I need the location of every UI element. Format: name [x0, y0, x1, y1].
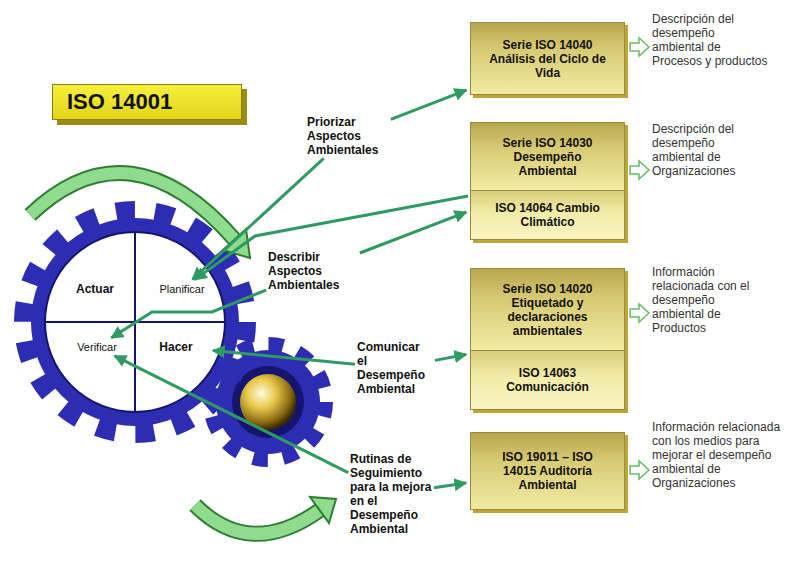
action-label: Priorizar Aspectos Ambientales: [307, 115, 389, 157]
hollow-arrow: [630, 304, 649, 322]
node-text: Planificar: [147, 282, 217, 296]
node-text: Rutinas de Seguimiento para la mejora en…: [350, 452, 432, 536]
action-label: Rutinas de Seguimiento para la mejora en…: [350, 452, 432, 536]
cycle-arrow: [30, 173, 235, 240]
node-text: ISO 19011 – ISO 14015 Auditoría Ambienta…: [471, 433, 624, 509]
pdca-quadrant: Hacer: [143, 340, 209, 354]
node-text: Serie ISO 14040 Análisis del Ciclo de Vi…: [471, 23, 624, 94]
connector-arrow: [391, 90, 466, 119]
hollow-arrow: [630, 38, 649, 56]
node-text: Priorizar Aspectos Ambientales: [307, 115, 389, 157]
standard-box: ISO 19011 – ISO 14015 Auditoría Ambienta…: [470, 432, 625, 510]
connector-arrow: [360, 212, 466, 253]
pdca-quadrant: Planificar: [147, 282, 217, 296]
description-note: Descripción del desempeño ambiental de P…: [652, 12, 770, 68]
connector-arrow: [434, 483, 466, 488]
pdca-quadrant: Verificar: [62, 340, 132, 354]
description-note: Información relacionada con el desempeño…: [652, 265, 770, 335]
connector-arrow: [111, 290, 266, 338]
standard-box: Serie ISO 14030 Desempeño AmbientalISO 1…: [470, 122, 625, 240]
node-text: Serie ISO 14030 Desempeño Ambiental: [471, 123, 624, 190]
node-text: ISO 14063 Comunicación: [471, 350, 624, 409]
description-note: Descripción del desempeño ambiental de O…: [652, 122, 770, 178]
cycle-arrow: [195, 505, 320, 534]
cycle-arrow: [30, 173, 235, 240]
node-text: ISO 14064 Cambio Climático: [471, 190, 624, 239]
cycle-arrow: [195, 505, 320, 534]
connector-arrow: [195, 196, 468, 280]
cycle-arrowhead: [310, 497, 336, 523]
node-text: Hacer: [143, 340, 209, 354]
connector-arrow: [435, 354, 466, 360]
standard-box: Serie ISO 14020 Etiquetado y declaracion…: [470, 268, 625, 410]
title-box: ISO 14001: [52, 84, 242, 120]
node-text: Serie ISO 14020 Etiquetado y declaracion…: [471, 269, 624, 350]
action-label: Describir Aspectos Ambientales: [268, 250, 358, 292]
pdca-quadrant: Actuar: [62, 282, 128, 296]
connector-arrow: [213, 351, 355, 365]
node-text: Describir Aspectos Ambientales: [268, 250, 358, 292]
node-text: Comunicar el Desempeño Ambiental: [357, 340, 433, 396]
node-text: Verificar: [62, 340, 132, 354]
connector-arrow: [115, 356, 349, 473]
description-note: Información relacionada con los medios p…: [652, 420, 782, 490]
hollow-arrow: [630, 161, 649, 179]
action-label: Comunicar el Desempeño Ambiental: [357, 340, 433, 396]
node-text: Actuar: [62, 282, 128, 296]
standard-box: Serie ISO 14040 Análisis del Ciclo de Vi…: [470, 22, 625, 95]
hollow-arrow: [630, 461, 649, 479]
